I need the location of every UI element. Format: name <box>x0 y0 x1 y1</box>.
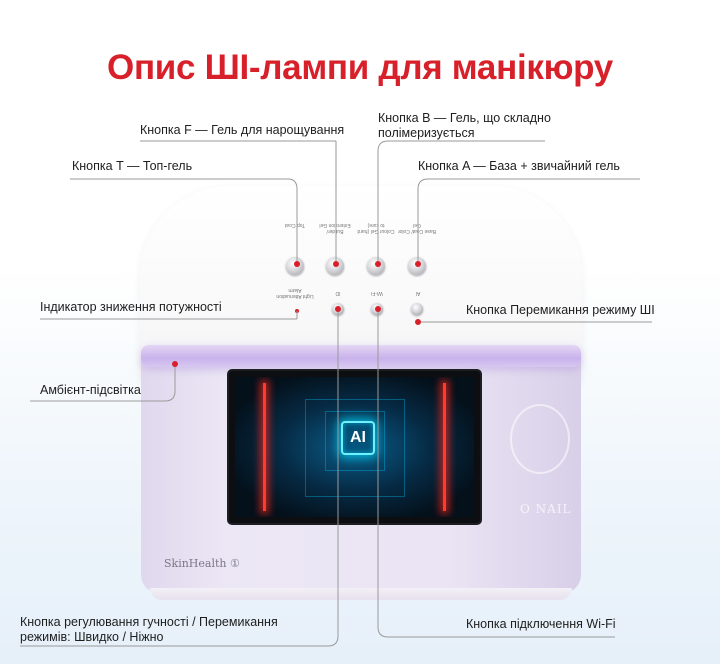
label-button-b: Кнопка B — Гель, що складно полімеризуєт… <box>378 111 551 140</box>
dot-wifi <box>375 306 381 312</box>
emboss-logo <box>510 404 570 474</box>
label-power-indicator: Індикатор зниження потужності <box>40 300 222 314</box>
label-volume-button: Кнопка регулювання гучності / Перемиканн… <box>20 615 278 644</box>
lamp-screen: AI <box>229 371 480 523</box>
label-ambient-light: Амбієнт-підсвітка <box>40 383 141 397</box>
dot-a <box>415 261 421 267</box>
page-title: Опис ШІ-лампи для манікюру <box>107 48 613 87</box>
leader-wifi <box>377 309 615 638</box>
label-button-t: Кнопка T — Топ-гель <box>72 159 193 173</box>
brand-logo: SkinHealth ① <box>164 557 240 570</box>
leader-volume <box>20 309 339 647</box>
screen-display: AI <box>235 377 474 517</box>
leader-a <box>417 178 640 264</box>
dot-b <box>375 261 381 267</box>
ai-mode-knob[interactable] <box>411 303 423 315</box>
dot-volume <box>335 306 341 312</box>
screen-neon-right <box>443 383 446 511</box>
label-button-f: Кнопка F — Гель для нарощування <box>140 123 345 137</box>
dot-f <box>333 261 339 267</box>
ambient-light-strip <box>141 345 581 367</box>
leader-t <box>70 178 298 264</box>
dot-t <box>294 261 300 267</box>
screen-neon-left <box>263 383 266 511</box>
leader-ambient <box>30 364 176 402</box>
screen-grid-inner <box>325 411 385 471</box>
screen-grid-outer <box>305 399 405 497</box>
label-ai-mode-button: Кнопка Перемикання режиму ШІ <box>466 303 655 317</box>
label-button-a: Кнопка A — База + звичайний гель <box>418 159 620 173</box>
lamp-base <box>150 588 572 600</box>
label-wifi-button: Кнопка підключення Wi-Fi <box>466 617 616 631</box>
dot-ambient <box>172 361 178 367</box>
ai-chip-graphic: AI <box>341 421 375 455</box>
leader-b <box>377 140 545 264</box>
emboss-logo-text: O NAIL <box>520 502 572 516</box>
dot-ai <box>415 319 421 325</box>
